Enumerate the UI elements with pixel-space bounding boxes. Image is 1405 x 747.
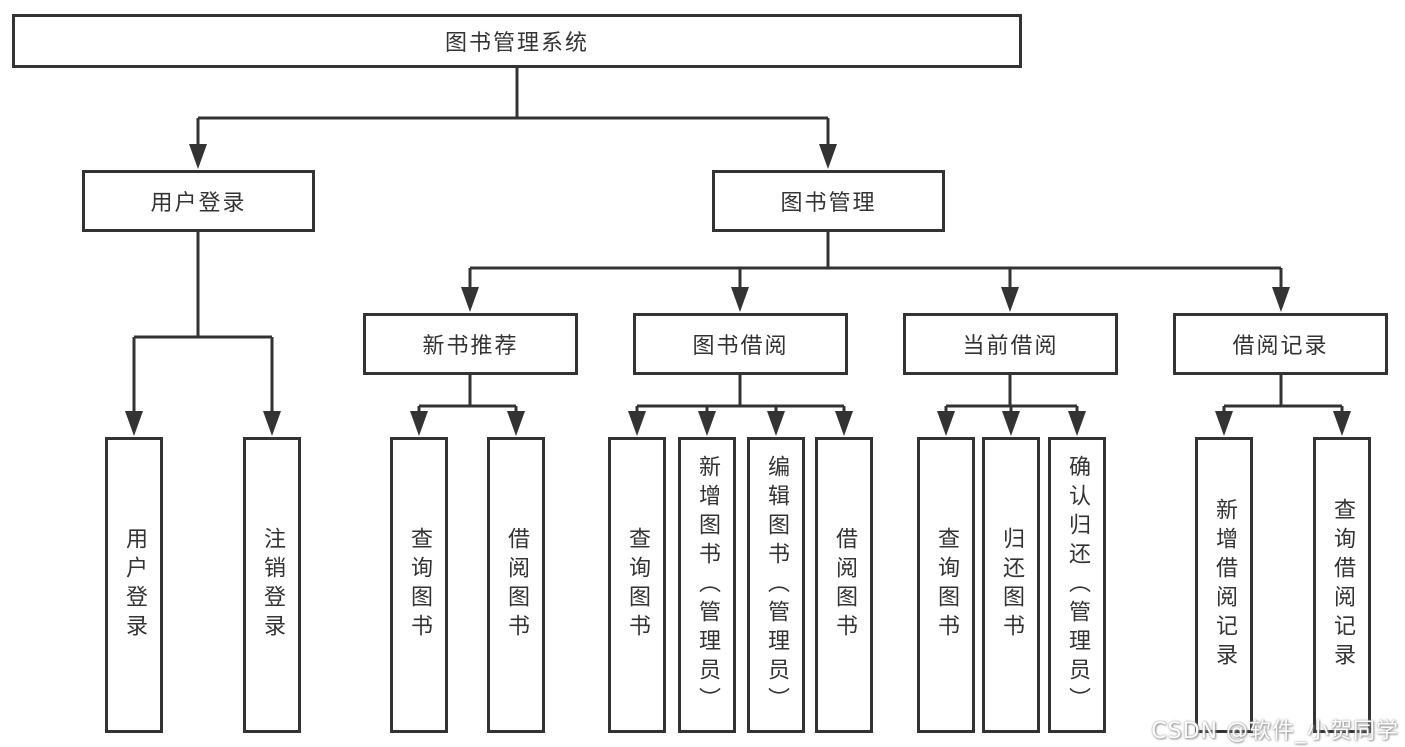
leaf-label: 查询借阅记录: [1330, 498, 1355, 672]
csdn-watermark: CSDN @软件_小贺同学: [1151, 719, 1399, 744]
leaf-query-books-current: 查询图书: [917, 437, 975, 733]
node-label: 新书推荐: [422, 334, 519, 359]
leaf-borrow-books-recommend: 借阅图书: [487, 437, 545, 733]
leaf-label: 确认归还（管理员）: [1065, 454, 1090, 716]
leaf-label: 归还图书: [999, 527, 1024, 643]
leaf-return-books: 归还图书: [982, 437, 1040, 733]
node-label: 图书管理: [780, 191, 877, 216]
node-book-management: 图书管理: [712, 170, 945, 232]
leaf-query-books-recommend: 查询图书: [390, 437, 448, 733]
leaf-label: 注销登录: [260, 527, 285, 643]
node-borrowing-records: 借阅记录: [1173, 313, 1388, 375]
leaf-label: 查询图书: [407, 527, 432, 643]
leaf-label: 查询图书: [934, 527, 959, 643]
leaf-label: 查询图书: [625, 527, 650, 643]
leaf-add-borrow-record: 新增借阅记录: [1195, 437, 1253, 733]
node-book-borrowing: 图书借阅: [633, 313, 848, 375]
leaf-label: 借阅图书: [832, 527, 857, 643]
leaf-add-books-admin: 新增图书（管理员）: [678, 437, 736, 733]
leaf-query-borrow-record: 查询借阅记录: [1313, 437, 1371, 733]
node-label: 借阅记录: [1232, 334, 1329, 359]
node-label: 图书借阅: [692, 334, 789, 359]
node-library-management-system: 图书管理系统: [12, 14, 1022, 68]
leaf-confirm-return-admin: 确认归还（管理员）: [1048, 437, 1106, 733]
leaf-label: 新增借阅记录: [1212, 498, 1237, 672]
leaf-edit-books-admin: 编辑图书（管理员）: [747, 437, 805, 733]
leaf-label: 用户登录: [122, 527, 147, 643]
node-current-borrowing: 当前借阅: [903, 313, 1118, 375]
leaf-user-login: 用户登录: [105, 437, 163, 733]
leaf-borrow-books: 借阅图书: [815, 437, 873, 733]
node-label: 用户登录: [150, 191, 247, 216]
node-label: 当前借阅: [962, 334, 1059, 359]
leaf-query-books-borrow: 查询图书: [608, 437, 666, 733]
leaf-label: 编辑图书（管理员）: [764, 454, 789, 716]
leaf-label: 借阅图书: [504, 527, 529, 643]
leaf-logout: 注销登录: [243, 437, 301, 733]
node-label: 图书管理系统: [444, 31, 589, 56]
node-new-book-recommendation: 新书推荐: [363, 313, 578, 375]
node-user-login: 用户登录: [82, 170, 315, 232]
leaf-label: 新增图书（管理员）: [695, 454, 720, 716]
